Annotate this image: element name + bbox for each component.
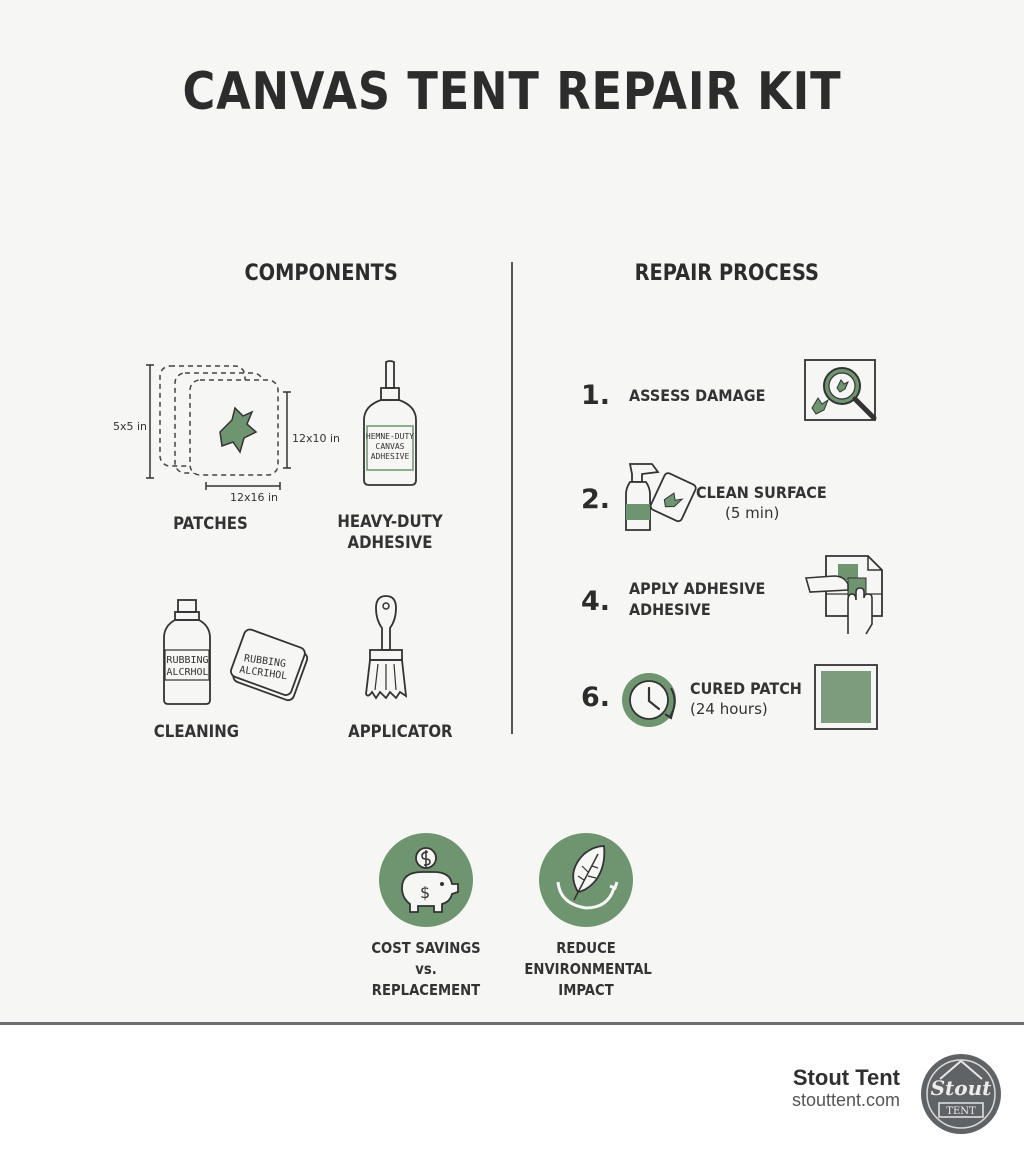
footer	[0, 1025, 1024, 1154]
logo-text-line2: TENT	[946, 1106, 976, 1117]
spray-bottle-icon	[625, 463, 697, 531]
step-6-number: 6.	[581, 682, 611, 713]
components-heading: COMPONENTS	[244, 261, 398, 286]
step-4-number: 4.	[581, 586, 611, 617]
step-6-text: CURED PATCH	[690, 679, 802, 698]
adhesive-bottle-text: HEMNE-DUTY CANVAS ADHESIVE	[362, 432, 418, 462]
repair-process-heading: REPAIR PROCESS	[634, 261, 819, 286]
page-title: CANVAS TENT REPAIR KIT	[182, 62, 842, 122]
svg-text:$: $	[420, 883, 430, 902]
applicator-label: APPLICATOR	[348, 722, 453, 742]
patch-dim-bottom: 12x16 in	[230, 491, 279, 504]
benefit-cost-label: COST SAVINGS vs. REPLACEMENT	[364, 938, 487, 1001]
cured-patch-icon	[814, 664, 878, 730]
adhesive-label: HEAVY-DUTY ADHESIVE	[337, 512, 443, 554]
leaf-cycle-icon	[539, 833, 633, 927]
brush-icon	[365, 595, 408, 700]
step-2-subtext: (5 min)	[725, 504, 780, 522]
clock-cycle-icon	[622, 673, 676, 727]
patches-icon	[146, 364, 291, 490]
step-1-text: ASSESS DAMAGE	[629, 386, 766, 405]
patches-label: PATCHES	[173, 514, 248, 534]
adhesive-bottle-text-line2: CANVAS	[375, 442, 405, 451]
step-6-subtext: (24 hours)	[690, 700, 768, 718]
magnifier-damage-icon	[804, 359, 877, 421]
step-2-number: 2.	[581, 484, 611, 515]
adhesive-bottle-text-line3: ADHESIVE	[370, 452, 410, 461]
benefit-environment-line2: ENVIRONMENTAL	[524, 960, 652, 978]
alcohol-bottle-text-line1: RUBBING	[166, 655, 209, 666]
step-4-text: APPLY ADHESIVE ADHESIVE	[629, 578, 765, 620]
brand-name: Stout Tent	[792, 1065, 900, 1090]
step-4-text-line2: ADHESIVE	[629, 600, 711, 619]
step-4-text-line1: APPLY ADHESIVE	[629, 579, 766, 598]
benefit-cost-line2: vs. REPLACEMENT	[371, 960, 481, 999]
adhesive-bottle-icon	[363, 360, 417, 486]
alcohol-bottle-icon	[163, 599, 211, 705]
benefit-environment-line3: IMPACT	[558, 981, 614, 999]
logo-text-line1: Stout	[931, 1076, 993, 1100]
alcohol-bottle-text-line2: ALCRHOL	[166, 667, 209, 678]
adhesive-label-line2: ADHESIVE	[347, 533, 433, 553]
alcohol-wipe-icon	[230, 628, 309, 702]
piggy-bank-icon: $	[379, 833, 473, 927]
apply-adhesive-hand-icon	[804, 555, 883, 635]
cleaning-label: CLEANING	[153, 722, 240, 742]
adhesive-bottle-text-line1: HEMNE-DUTY	[365, 432, 415, 441]
brand-logo: Stout TENT	[921, 1054, 1001, 1134]
adhesive-label-line1: HEAVY-DUTY	[337, 512, 443, 532]
patch-dim-left: 5x5 in	[113, 420, 148, 433]
benefit-environment-label: REDUCE ENVIRONMENTAL IMPACT	[524, 938, 652, 1001]
benefit-cost-line1: COST SAVINGS	[371, 939, 481, 957]
step-2-text: CLEAN SURFACE	[696, 483, 827, 502]
step-1-number: 1.	[581, 380, 611, 411]
patch-dim-right: 12x10 in	[292, 432, 341, 445]
section-divider	[511, 262, 513, 734]
alcohol-bottle-text: RUBBING ALCRHOL	[160, 655, 215, 679]
footer-divider	[0, 1022, 1024, 1025]
brand-url[interactable]: stouttent.com	[791, 1090, 900, 1110]
benefit-environment-line1: REDUCE	[556, 939, 616, 957]
